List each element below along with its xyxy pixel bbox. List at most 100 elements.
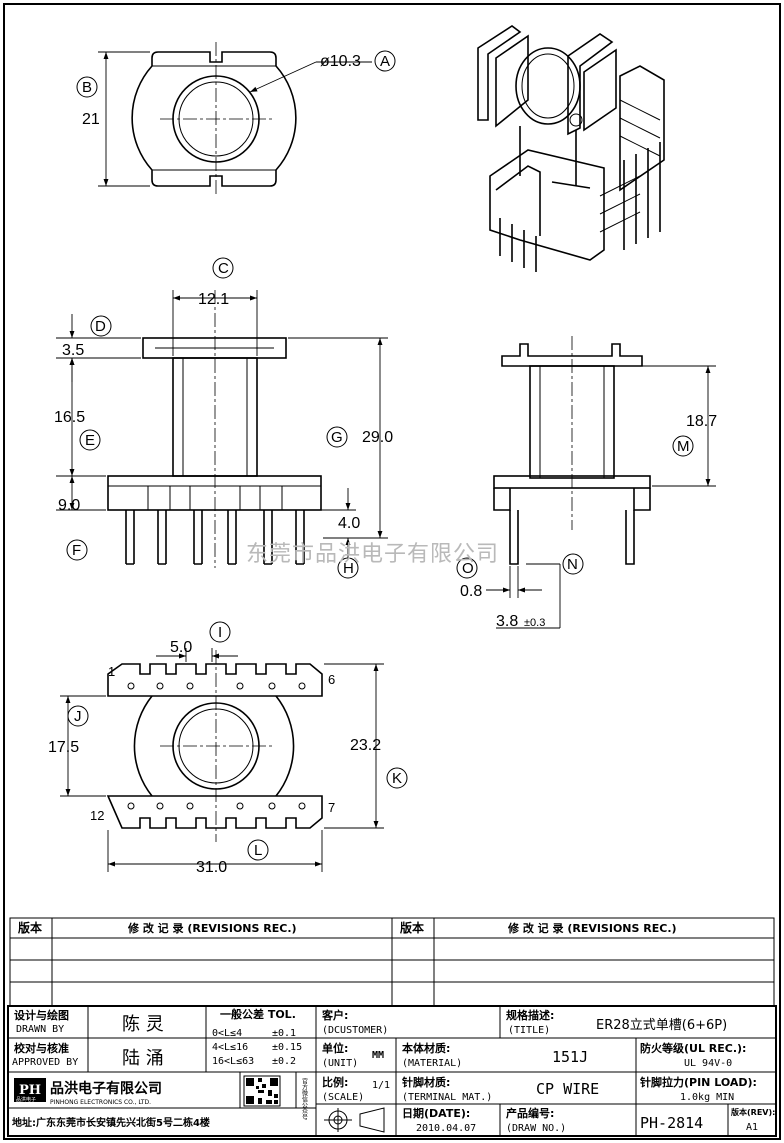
customer-label-en: (DCUSTOMER) [322, 1025, 388, 1036]
tol-title: 一般公差 TOL. [220, 1007, 296, 1021]
ul-value: UL 94V-0 [684, 1058, 732, 1069]
dim-0-8: 0.8 [460, 583, 482, 600]
approved-by-label-en: APPROVED BY [12, 1057, 78, 1068]
svg-text:N: N [567, 556, 578, 573]
balloon-E: E [79, 429, 101, 451]
scale-label-en: (SCALE) [322, 1092, 364, 1103]
title-value: ER28立式单槽(6+6P) [596, 1018, 727, 1033]
svg-text:D: D [95, 318, 106, 335]
svg-text:品洪电子: 品洪电子 [16, 1096, 36, 1103]
pin-load-value: 1.0kg MIN [680, 1092, 734, 1103]
top-view: 21 ø10.3 [82, 42, 372, 196]
unit-value: MM [372, 1050, 384, 1061]
title-label-cn: 规格描述: [506, 1008, 554, 1022]
balloon-J: J [67, 705, 89, 727]
dim-21: 21 [82, 111, 100, 128]
drawno-label-en: (DRAW NO.) [506, 1123, 566, 1134]
drawn-by-value: 陈 灵 [122, 1014, 164, 1035]
dim-16-5: 16.5 [54, 409, 85, 426]
tol-range-1: 4<L≤16 [212, 1042, 248, 1053]
balloon-K: K [386, 767, 408, 789]
company-name-en: PINHONG ELECTRONICS CO., LTD. [50, 1099, 151, 1106]
drawno-value: PH-2814 [640, 1114, 703, 1132]
balloon-M: M [672, 435, 694, 457]
balloon-B: B [76, 76, 98, 98]
pin-7-label: 7 [328, 800, 335, 815]
qr-code [243, 1075, 281, 1107]
title-block: 设计与绘图 DRAWN BY 陈 灵 校对与核准 APPROVED BY 陆 涌… [7, 1005, 777, 1137]
date-label: 日期(DATE): [402, 1106, 470, 1120]
revisions-table: 版本 修 改 记 录 (REVISIONS REC.) 版本 修 改 记 录 (… [9, 917, 775, 1007]
terminal-label-cn: 针脚材质: [402, 1075, 450, 1089]
balloons: A B C D E F G H I J K L M N O [66, 50, 694, 861]
unit-label-cn: 单位: [322, 1041, 348, 1055]
drawn-by-label-en: DRAWN BY [16, 1024, 64, 1035]
tol-value-2: ±0.2 [272, 1056, 296, 1067]
svg-text:G: G [331, 429, 343, 446]
dim-9-0: 9.0 [58, 497, 80, 514]
sheet-border [3, 3, 781, 1140]
svg-text:M: M [677, 438, 690, 455]
bottom-view: 1 6 7 12 5.0 17.5 23.2 31.0 [48, 639, 384, 876]
dim-4-0: 4.0 [338, 515, 360, 532]
svg-text:A: A [380, 53, 390, 70]
dim-3-8: 3.8 [496, 613, 518, 630]
dim-23-2: 23.2 [350, 737, 381, 754]
tol-value-0: ±0.1 [272, 1028, 296, 1039]
drawn-by-label-cn: 设计与绘图 [14, 1008, 69, 1022]
tol-range-0: 0<L≤4 [212, 1028, 242, 1039]
approved-by-label-cn: 校对与核准 [14, 1041, 69, 1055]
svg-text:PH: PH [19, 1083, 41, 1098]
dim-3-8-tol: ±0.3 [524, 617, 545, 629]
company-address: 地址:广东东莞市长安镇先兴北街5号二栋4楼 [12, 1116, 210, 1129]
svg-text:K: K [392, 770, 402, 787]
dim-18-7: 18.7 [686, 413, 717, 430]
projection-symbol [324, 1107, 385, 1133]
rev-version-header-right: 版本 [400, 920, 424, 935]
svg-text:E: E [85, 432, 95, 449]
dim-12-1: 12.1 [198, 291, 229, 308]
rev-label: 版本(REV): [730, 1107, 775, 1117]
unit-label-en: (UNIT) [322, 1058, 358, 1069]
svg-text:L: L [254, 842, 262, 859]
svg-text:J: J [74, 708, 82, 725]
dim-5-0: 5.0 [170, 639, 192, 656]
side-view: 18.7 0.8 3.8 ±0.3 [460, 336, 717, 630]
rev-value: A1 [746, 1122, 758, 1133]
terminal-value: CP WIRE [536, 1080, 599, 1098]
tol-value-1: ±0.15 [272, 1042, 302, 1053]
svg-text:C: C [218, 260, 229, 277]
approved-by-value: 陆 涌 [122, 1048, 164, 1069]
balloon-O: O [456, 557, 478, 579]
ul-label: 防火等级(UL REC.): [640, 1041, 746, 1055]
scale-label-cn: 比例: [322, 1075, 348, 1089]
date-value: 2010.04.07 [416, 1123, 476, 1134]
tol-range-2: 16<L≤63 [212, 1056, 254, 1067]
balloon-F: F [66, 539, 88, 561]
svg-text:F: F [72, 542, 81, 559]
rev-record-header-left: 修 改 记 录 (REVISIONS REC.) [127, 921, 297, 935]
balloon-L: L [247, 839, 269, 861]
svg-text:H: H [343, 560, 354, 577]
material-value: 151J [552, 1048, 588, 1066]
balloon-A: A [374, 50, 396, 72]
rev-version-header-left: 版本 [18, 920, 42, 935]
svg-text:B: B [82, 79, 92, 96]
front-view: 12.1 3.5 16.5 9.0 29.0 4.0 [54, 290, 393, 568]
dim-17-5: 17.5 [48, 739, 79, 756]
rev-record-header-right: 修 改 记 录 (REVISIONS REC.) [507, 921, 677, 935]
svg-text:O: O [462, 560, 474, 577]
balloon-G: G [326, 426, 348, 448]
balloon-C: C [212, 257, 234, 279]
pin-6-label: 6 [328, 672, 335, 687]
material-label-cn: 本体材质: [402, 1041, 450, 1055]
terminal-label-en: (TERMINAL MAT.) [402, 1092, 492, 1103]
title-label-en: (TITLE) [508, 1025, 550, 1036]
scale-value: 1/1 [372, 1080, 390, 1091]
pin-12-label: 12 [90, 808, 104, 823]
company-name-cn: 品洪电子有限公司 [50, 1080, 162, 1097]
svg-text:I: I [218, 624, 222, 641]
customer-label-cn: 客户: [321, 1008, 348, 1022]
pin-load-label: 针脚拉力(PIN LOAD): [640, 1075, 757, 1089]
